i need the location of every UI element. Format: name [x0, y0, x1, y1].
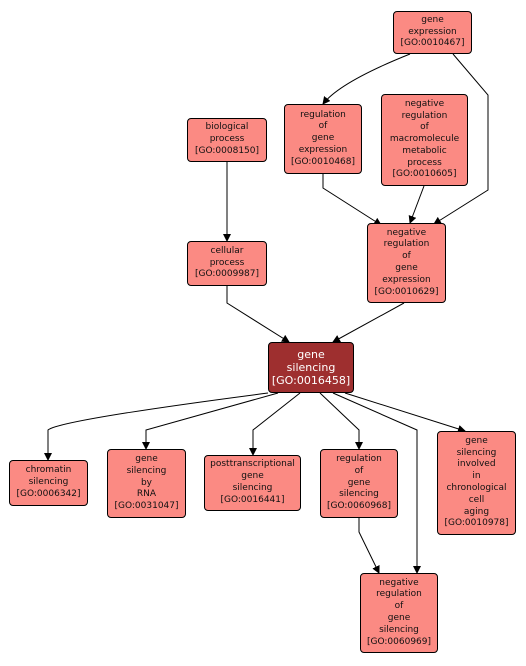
node-label: cellular process [GO:0009987]	[194, 245, 260, 280]
node-gene-silencing-involved-in-chronological-cell-aging[interactable]: gene silencing involved in chronological…	[437, 431, 516, 535]
edge-gene-expression-to-regulation-of-gene-expression	[322, 53, 411, 105]
edge-gene-silencing-to-regulation-of-gene-silencing	[319, 392, 363, 450]
node-cellular-process[interactable]: cellular process [GO:0009987]	[187, 241, 267, 286]
node-label: biological process [GO:0008150]	[194, 122, 260, 156]
node-label: gene silencing [GO:0016458]	[271, 348, 351, 387]
edge-regulation-to-negative-regulation-of-gene-silencing	[358, 518, 380, 574]
edge-gene-expression-to-negative-regulation-of-gene-expression	[433, 53, 489, 225]
edge-gene-silencing-to-negative-regulation-of-gene-silencing	[332, 392, 421, 574]
edge-negative-regulation-macromolecule-to-negative-regulation	[408, 185, 425, 224]
node-negative-regulation-of-gene-silencing[interactable]: negative regulation of gene silencing [G…	[360, 573, 438, 653]
node-regulation-of-gene-expression[interactable]: regulation of gene expression [GO:001046…	[284, 104, 362, 174]
node-label: regulation of gene expression [GO:001046…	[290, 109, 356, 167]
node-posttranscriptional-gene-silencing[interactable]: posttranscriptional gene silencing [GO:0…	[204, 455, 301, 511]
edge-gene-silencing-to-gene-silencing-by-rna	[142, 392, 279, 450]
node-chromatin-silencing[interactable]: chromatin silencing [GO:0006342]	[9, 460, 88, 506]
node-regulation-of-gene-silencing[interactable]: regulation of gene silencing [GO:0060968…	[320, 449, 398, 518]
node-gene-silencing-by-rna[interactable]: gene silencing by RNA [GO:0031047]	[107, 449, 186, 518]
edge-gene-silencing-to-chromatin-silencing	[44, 392, 269, 461]
node-label: negative regulation of gene silencing [G…	[366, 577, 432, 647]
node-label: regulation of gene silencing [GO:0060968…	[326, 454, 392, 512]
edge-gene-silencing-to-chronological-cell-aging	[344, 392, 466, 433]
node-label: negative regulation of gene expression […	[374, 227, 439, 297]
node-label: gene silencing involved in chronological…	[444, 435, 509, 529]
edge-negative-regulation-to-gene-silencing	[332, 302, 405, 343]
node-label: negative regulation of macromolecule met…	[389, 98, 460, 180]
edge-regulation-of-gene-expression-to-negative-regulation	[322, 174, 382, 226]
edge-cellular-process-to-gene-silencing	[226, 286, 290, 343]
node-biological-process[interactable]: biological process [GO:0008150]	[187, 118, 267, 162]
edge-gene-silencing-to-posttranscriptional	[249, 392, 301, 456]
node-gene-silencing[interactable]: gene silencing [GO:0016458]	[268, 342, 354, 393]
node-negative-regulation-of-macromolecule-metabolic-process[interactable]: negative regulation of macromolecule met…	[381, 94, 468, 186]
node-label: posttranscriptional gene silencing [GO:0…	[210, 459, 295, 505]
node-label: chromatin silencing [GO:0006342]	[16, 465, 81, 499]
node-negative-regulation-of-gene-expression[interactable]: negative regulation of gene expression […	[367, 223, 446, 303]
node-label: gene silencing by RNA [GO:0031047]	[114, 454, 179, 512]
node-label: gene expression [GO:0010467]	[400, 14, 465, 49]
node-gene-expression[interactable]: gene expression [GO:0010467]	[393, 11, 472, 54]
